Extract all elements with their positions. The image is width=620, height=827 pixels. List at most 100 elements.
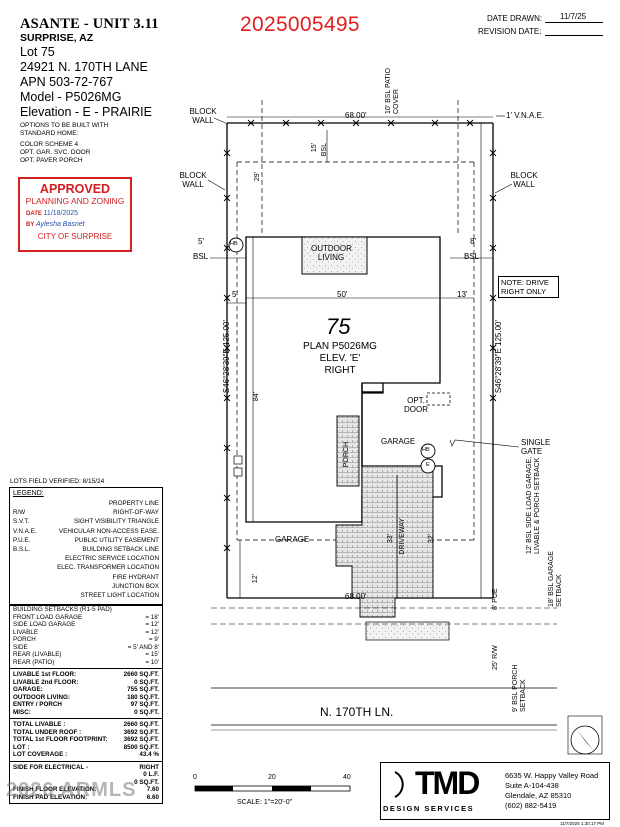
drive-note: NOTE: DRIVE RIGHT ONLY	[498, 276, 559, 298]
company-logo: TMD	[415, 765, 480, 801]
date-drawn-label: DATE DRAWN:	[487, 14, 543, 23]
dim-8-bsl: 8'	[470, 237, 476, 246]
bsl-left-label: BSL	[193, 252, 209, 261]
date-underline	[545, 22, 603, 23]
revision-label: REVISION DATE:	[478, 27, 542, 36]
model: Model - P5026MG	[20, 90, 122, 104]
outdoor-living-label: OUTDOOR LIVING	[311, 244, 352, 262]
garage-lower-label: GARAGE	[275, 535, 310, 544]
bottom-row: FINISH FLOOR ELEVATION:7.60	[13, 786, 159, 793]
setback-row: SIDE= 5' AND 8'	[13, 643, 159, 651]
hose-bib-symbol-1	[228, 237, 244, 253]
patio-bsl-label: 10' BSL PATIO COVER	[385, 68, 400, 114]
company-block	[380, 762, 610, 820]
area-row: LIVABLE 1st FLOOR:2660 SQ.FT.	[13, 671, 159, 678]
dim-33: 33'	[387, 534, 394, 544]
garage-label: GARAGE	[381, 437, 416, 446]
area-row: OUTDOOR LIVING:180 SQ.FT.	[13, 693, 159, 701]
setback-row: PORCH= 9'	[13, 636, 159, 643]
scale-bar	[194, 785, 351, 792]
option-3: OPT. PAVER PORCH	[20, 157, 83, 164]
setbacks-title: BUILDING SETBACKS (R1-5 PAD)	[13, 606, 112, 613]
setback-row: SIDE LOAD GARAGE= 12'	[13, 621, 159, 628]
hose-bib-symbol-2	[420, 443, 436, 459]
scale-label: SCALE: 1"=20'-0"	[237, 799, 293, 806]
pue-label: 8' PUE	[492, 588, 499, 610]
dim-15-bsl: BSL	[321, 143, 328, 157]
dim-50: 50'	[337, 290, 348, 299]
setback-lines	[236, 100, 475, 541]
stamp-by-row: BY Aylesha Basnet	[26, 221, 85, 228]
elevation: Elevation - E - PRAIRIE	[20, 105, 152, 119]
scale-tick-0: 0	[193, 774, 197, 781]
legend-item: B.S.L.BUILDING SETBACK LINE	[13, 546, 159, 554]
legend-item: STREET LIGHT LOCATION	[80, 592, 159, 600]
total-row: LOT COVERAGE :43.4 %	[13, 751, 159, 758]
legend-item: ELEC. TRANSFORMER LOCATION	[57, 564, 159, 572]
block-wall-marks	[223, 119, 497, 552]
area-row: MISC:0 SQ.FT.	[13, 708, 159, 716]
hand-label: RIGHT	[324, 365, 356, 376]
sidewalk-approach	[365, 621, 450, 641]
stamp-city: CITY OF SURPRISE	[37, 232, 113, 241]
company-tagline: DESIGN SERVICES	[383, 804, 475, 813]
legend-item: S.V.T.SIGHT VISIBILITY TRIANGLE	[13, 518, 159, 526]
dim-13: 13'	[457, 290, 468, 299]
porch-setback-label: 9' BSL PORCH SETBACK	[512, 664, 527, 712]
address-line-2: Suite A-104-438	[505, 781, 559, 790]
bottom-row: SIDE FOR ELECTRICAL -RIGHT	[13, 763, 159, 771]
stamp-date: 11/18/2025	[43, 210, 79, 217]
setback-row: REAR (LIVABLE)= 15'	[13, 651, 159, 658]
total-row: LOT :8500 SQ.FT.	[13, 743, 159, 751]
elev-label: ELEV. 'E'	[319, 353, 361, 364]
e-label: E	[426, 462, 430, 468]
block-wall-label-right: BLOCK WALL	[510, 171, 538, 189]
watermark: 2026 ARMLS	[6, 779, 137, 801]
address-line-3: Glendale, AZ 85310	[505, 791, 572, 800]
option-2: OPT. GAR. SVC. DOOR	[20, 149, 91, 156]
approval-stamp: APPROVED PLANNING AND ZONING DATE 11/18/…	[18, 177, 132, 252]
apn: APN 503-72-767	[20, 75, 114, 89]
bottom-row: FINISH PAD ELEVATION:6.60	[13, 793, 159, 801]
date-drawn: 11/7/25	[560, 12, 587, 21]
total-row: TOTAL 1st FLOOR FOOTPRINT:3692 SQ.FT.	[13, 736, 159, 743]
single-gate-label: SINGLE GATE	[521, 438, 551, 456]
dim-bottom: 68.00'	[345, 592, 367, 601]
legend-title: LEGEND:	[13, 490, 44, 497]
total-row: TOTAL LIVABLE :2660 SQ.FT.	[13, 721, 159, 728]
rw-label: 25' R/W	[492, 645, 499, 670]
plan-info: PLAN P5026MG ELEV. 'E' RIGHT	[290, 341, 390, 377]
dim-12: 12'	[252, 574, 259, 584]
dim-29: 29'	[254, 172, 261, 182]
porch-label: PORCH	[343, 442, 350, 468]
totals-section: TOTAL LIVABLE :2660 SQ.FT.TOTAL UNDER RO…	[10, 719, 162, 762]
address: 24921 N. 170TH LANE	[20, 60, 148, 74]
footer-timestamp: 11/7/2025 1:30:17 PM	[560, 821, 604, 826]
legend-item: P.U.E.PUBLIC UTILITY EASEMENT	[13, 536, 159, 544]
address-line-1: 6635 W. Happy Valley Road	[505, 771, 599, 780]
bsl-right-label: BSL	[464, 252, 480, 261]
project-title: ASANTE - UNIT 3.11	[20, 16, 159, 32]
opt-door-label: OPT. DOOR	[404, 396, 428, 414]
legend-item: FIRE HYDRANT	[112, 573, 159, 581]
vnae-label: 1' V.N.A.E.	[506, 111, 545, 120]
scale-tick-40: 40	[343, 774, 351, 781]
company-address: 6635 W. Happy Valley Road Suite A-104-43…	[505, 771, 598, 811]
opt-door	[426, 392, 451, 406]
setback-row: FRONT LOAD GARAGE= 18'	[13, 613, 159, 621]
outdoor-living-patio	[301, 236, 368, 275]
bottom-row: 0 L.F.	[143, 771, 159, 778]
stamp-subtitle: PLANNING AND ZONING	[25, 196, 125, 206]
stamp-title: APPROVED	[39, 182, 111, 196]
block-wall-label-left: BLOCK WALL	[179, 171, 207, 189]
lots-verified: LOTS FIELD VERIFIED: 8/15/24	[10, 478, 105, 485]
north-arrow	[567, 715, 603, 755]
driveway-label: DRIVEWAY	[399, 518, 406, 555]
garage-setback-label: 18' BSL GARAGE SETBACK	[548, 551, 563, 607]
project-city: SURPRISE, AZ	[20, 32, 94, 44]
dim-top: 68.00'	[345, 111, 367, 120]
legend-item: V.N.A.E.VEHICULAR NON-ACCESS EASE.	[13, 527, 159, 535]
